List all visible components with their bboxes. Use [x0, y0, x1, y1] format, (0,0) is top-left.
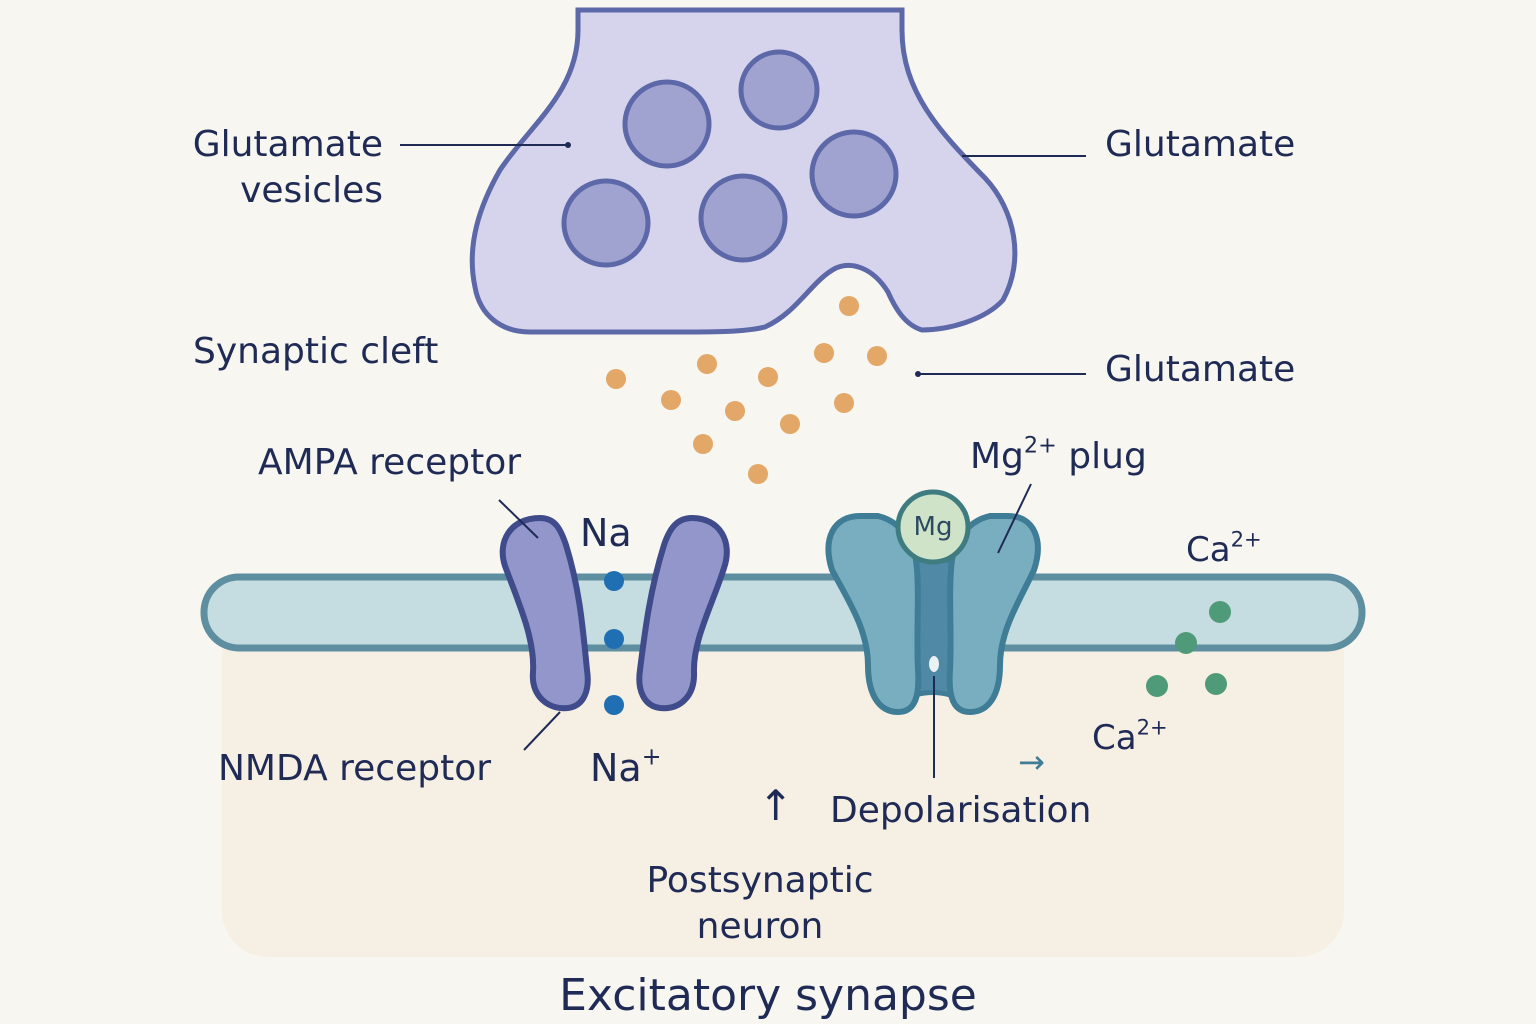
label-ca-bottom: Ca2+: [1092, 715, 1168, 761]
vesicle: [809, 129, 899, 219]
label-ca-bottom-sup: 2+: [1136, 714, 1168, 740]
glutamate-molecule: [748, 464, 768, 484]
label-right-arrow: →: [1018, 743, 1045, 781]
diagram-title: Excitatory synapse: [559, 970, 977, 1021]
leader-lines: [400, 144, 1086, 778]
vesicle: [698, 173, 788, 263]
nmda-right-subunit: [946, 513, 1041, 716]
na-ions: [604, 571, 624, 715]
postsynaptic-neuron-body: [222, 610, 1344, 957]
label-synaptic-cleft: Synaptic cleft: [193, 331, 439, 372]
label-na-plus-base: Na: [590, 746, 642, 790]
label-postsynaptic-line2: neuron: [696, 906, 824, 947]
leader-nmda: [523, 711, 561, 751]
nmda-receptor-channel: [825, 513, 1041, 716]
label-mg-plug-sup: 2+: [1023, 432, 1057, 459]
label-depolarisation: Depolarisation: [830, 790, 1092, 831]
glutamate-vesicles: [561, 49, 899, 268]
label-na-channel-top: Na: [580, 511, 632, 555]
ampa-right-subunit: [636, 514, 730, 712]
label-glutamate-top-right: Glutamate: [1105, 124, 1296, 165]
glutamate-molecule: [834, 393, 854, 413]
vesicle: [561, 178, 651, 268]
label-ca-bottom-base: Ca: [1092, 718, 1137, 758]
leader-ampa: [498, 499, 539, 539]
postsynaptic-membrane: [200, 573, 1366, 652]
nmda-pore-gap: [929, 656, 939, 672]
na-ion: [604, 571, 624, 591]
leader-dot: [915, 371, 921, 377]
ampa-left-subunit: [499, 514, 591, 712]
glutamate-molecule: [697, 354, 717, 374]
ca-ion: [1175, 632, 1197, 654]
glutamate-molecule: [693, 434, 713, 454]
label-glutamate-vesicles: Glutamate vesicles: [150, 122, 383, 214]
glutamate-molecule: [814, 343, 834, 363]
label-mg-plug-base: Mg: [970, 436, 1024, 477]
label-glutamate-mid-right: Glutamate: [1105, 349, 1296, 390]
na-ion: [604, 695, 624, 715]
label-na-plus: Na+: [590, 745, 661, 791]
glutamate-molecule: [867, 346, 887, 366]
vesicle: [738, 49, 820, 131]
label-mg-ion: Mg: [913, 512, 953, 542]
ca-ion: [1205, 673, 1227, 695]
ca-ion: [1146, 675, 1168, 697]
ca-ions: [1146, 601, 1231, 697]
label-mg-plug-rest: plug: [1056, 436, 1147, 477]
label-ca-top: Ca2+: [1186, 527, 1262, 573]
ampa-receptor-channel: [499, 514, 730, 712]
up-arrow-icon: ↑: [758, 781, 794, 830]
leader-dot: [565, 142, 571, 148]
glutamate-molecule: [725, 401, 745, 421]
label-glutamate-vesicles-line1: Glutamate: [192, 124, 383, 165]
glutamate-molecule: [606, 369, 626, 389]
ca-ion: [1209, 601, 1231, 623]
label-ampa-receptor: AMPA receptor: [258, 442, 522, 483]
mg-ion: [895, 489, 971, 565]
label-postsynaptic-line1: Postsynaptic: [646, 860, 874, 901]
label-mg-plug: Mg2+ plug: [970, 434, 1147, 480]
glutamate-molecule: [839, 296, 859, 316]
label-ca-top-base: Ca: [1186, 530, 1231, 570]
label-na-plus-sup: +: [641, 742, 662, 771]
label-postsynaptic-neuron: Postsynaptic neuron: [610, 858, 910, 950]
presynaptic-terminal: [469, 7, 1018, 335]
vesicle: [622, 79, 712, 169]
label-glutamate-vesicles-line2: vesicles: [240, 170, 383, 211]
glutamate-molecule: [758, 367, 778, 387]
label-ca-top-sup: 2+: [1230, 526, 1262, 552]
na-ion: [604, 629, 624, 649]
leader-mg-plug: [997, 483, 1032, 554]
glutamate-molecules: [606, 296, 887, 484]
glutamate-molecule: [661, 390, 681, 410]
label-nmda-receptor: NMDA receptor: [218, 748, 492, 789]
glutamate-molecule: [780, 414, 800, 434]
